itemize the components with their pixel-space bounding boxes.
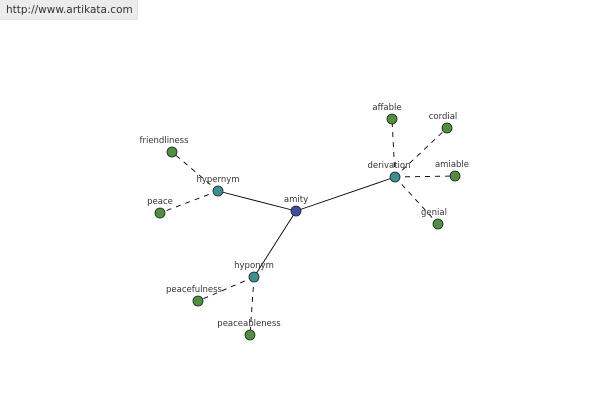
edge-derivation-genial: [394, 176, 439, 225]
node-hyponym[interactable]: [248, 271, 260, 283]
node-amiable[interactable]: [449, 170, 461, 182]
node-label-hypernym[interactable]: hypernym: [196, 175, 239, 185]
site-url-link[interactable]: http://www.artikata.com: [6, 4, 133, 16]
node-label-genial[interactable]: genial: [421, 208, 447, 218]
node-label-amiable[interactable]: amiable: [435, 160, 469, 170]
node-derivation[interactable]: [389, 171, 401, 183]
node-genial[interactable]: [432, 218, 444, 230]
edge-derivation-cordial: [394, 127, 448, 178]
node-affable[interactable]: [386, 113, 398, 125]
edge-hypernym-friendliness: [171, 151, 219, 192]
edge-derivation-amiable: [394, 175, 456, 178]
node-label-amity[interactable]: amity: [284, 195, 308, 205]
node-label-peacefulness[interactable]: peacefulness: [166, 285, 223, 295]
graph-nodes: [154, 113, 461, 341]
node-hypernym[interactable]: [212, 185, 224, 197]
node-friendliness[interactable]: [166, 146, 178, 158]
graph-labels: amity hypernym hyponym derivation friendline…: [139, 103, 469, 329]
node-peaceableness[interactable]: [244, 329, 256, 341]
edge-hyponym-peacefulness: [197, 276, 255, 302]
node-label-peace[interactable]: peace: [147, 197, 173, 207]
edge-amity-hypernym: [217, 190, 297, 212]
node-amity[interactable]: [290, 205, 302, 217]
graph-edges: [159, 118, 456, 336]
node-label-hyponym[interactable]: hyponym: [234, 261, 274, 271]
node-peace[interactable]: [154, 207, 166, 219]
node-cordial[interactable]: [441, 122, 453, 134]
edge-hypernym-peace: [159, 190, 219, 214]
node-label-affable[interactable]: affable: [372, 103, 401, 113]
node-label-friendliness[interactable]: friendliness: [139, 136, 189, 146]
node-label-cordial[interactable]: cordial: [429, 112, 458, 122]
node-peacefulness[interactable]: [192, 295, 204, 307]
edge-amity-derivation: [295, 176, 396, 212]
url-bar: http://www.artikata.com: [0, 0, 138, 20]
node-label-peaceableness[interactable]: peaceableness: [217, 319, 281, 329]
node-label-derivation[interactable]: derivation: [367, 161, 410, 171]
edge-amity-hyponym: [253, 210, 297, 278]
